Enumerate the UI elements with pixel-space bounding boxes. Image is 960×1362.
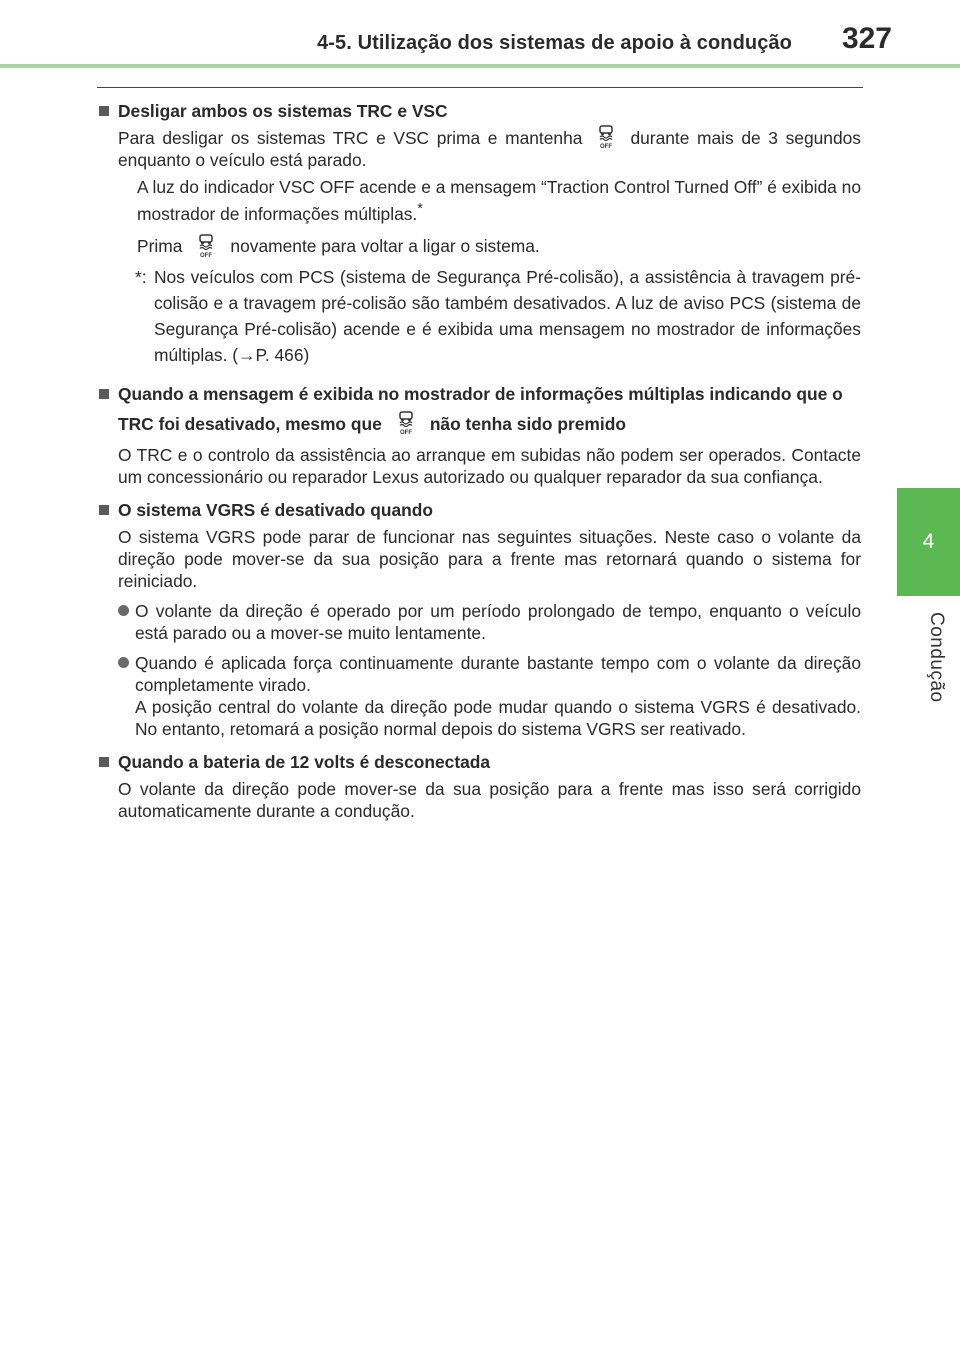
- paragraph: O sistema VGRS pode parar de funcionar n…: [118, 526, 861, 591]
- page-content: Desligar ambos os sistemas TRC e VSC Par…: [97, 100, 861, 833]
- vsc-off-icon: [196, 232, 216, 258]
- paragraph: Para desligar os sistemas TRC e VSC prim…: [118, 127, 861, 171]
- list-item: Quando é aplicada força continuamente du…: [118, 652, 861, 740]
- square-bullet-icon: [99, 388, 109, 399]
- footnote-mark: *:: [135, 266, 147, 287]
- chapter-number: 4: [922, 530, 935, 553]
- vsc-off-icon: [396, 409, 416, 435]
- chapter-tab[interactable]: 4: [897, 488, 960, 596]
- paragraph: O volante da direção pode mover-se da su…: [118, 778, 861, 821]
- section-heading: Quando a bateria de 12 volts é desconect…: [97, 751, 861, 773]
- divider: [97, 87, 863, 88]
- vsc-off-icon: [596, 123, 616, 149]
- square-bullet-icon: [99, 504, 109, 515]
- section-title: 4-5. Utilização dos sistemas de apoio à …: [317, 32, 792, 54]
- page-number: 327: [841, 22, 892, 55]
- footnote-mark: *: [417, 201, 423, 218]
- section-vgrs-disabled: O sistema VGRS é desativado quando O sis…: [97, 499, 861, 740]
- list-item: O volante da direção é operado por um pe…: [118, 600, 861, 644]
- page-header: 4-5. Utilização dos sistemas de apoio à …: [0, 0, 960, 70]
- round-bullet-icon: [118, 604, 129, 616]
- section-trc-message: Quando a mensagem é exibida no mostrador…: [97, 379, 861, 488]
- section-disable-trc-vsc: Desligar ambos os sistemas TRC e VSC Par…: [97, 100, 861, 368]
- section-battery-disconnected: Quando a bateria de 12 volts é desconect…: [97, 751, 861, 822]
- chapter-label: Condução: [926, 612, 947, 703]
- footnote-text: Nos veículos com PCS (sistema de Seguran…: [154, 266, 861, 365]
- section-heading: Desligar ambos os sistemas TRC e VSC: [97, 100, 861, 122]
- round-bullet-icon: [118, 656, 129, 668]
- square-bullet-icon: [99, 756, 109, 767]
- header-rule: [0, 64, 960, 68]
- paragraph: A luz do indicador VSC OFF acende e a me…: [137, 177, 862, 225]
- section-heading: O sistema VGRS é desativado quando: [97, 499, 861, 521]
- footnote: *: Nos veículos com PCS (sistema de Segu…: [135, 264, 861, 368]
- section-heading: Quando a mensagem é exibida no mostrador…: [97, 379, 861, 439]
- square-bullet-icon: [99, 106, 109, 116]
- paragraph: O TRC e o controlo da assistência ao arr…: [118, 444, 861, 487]
